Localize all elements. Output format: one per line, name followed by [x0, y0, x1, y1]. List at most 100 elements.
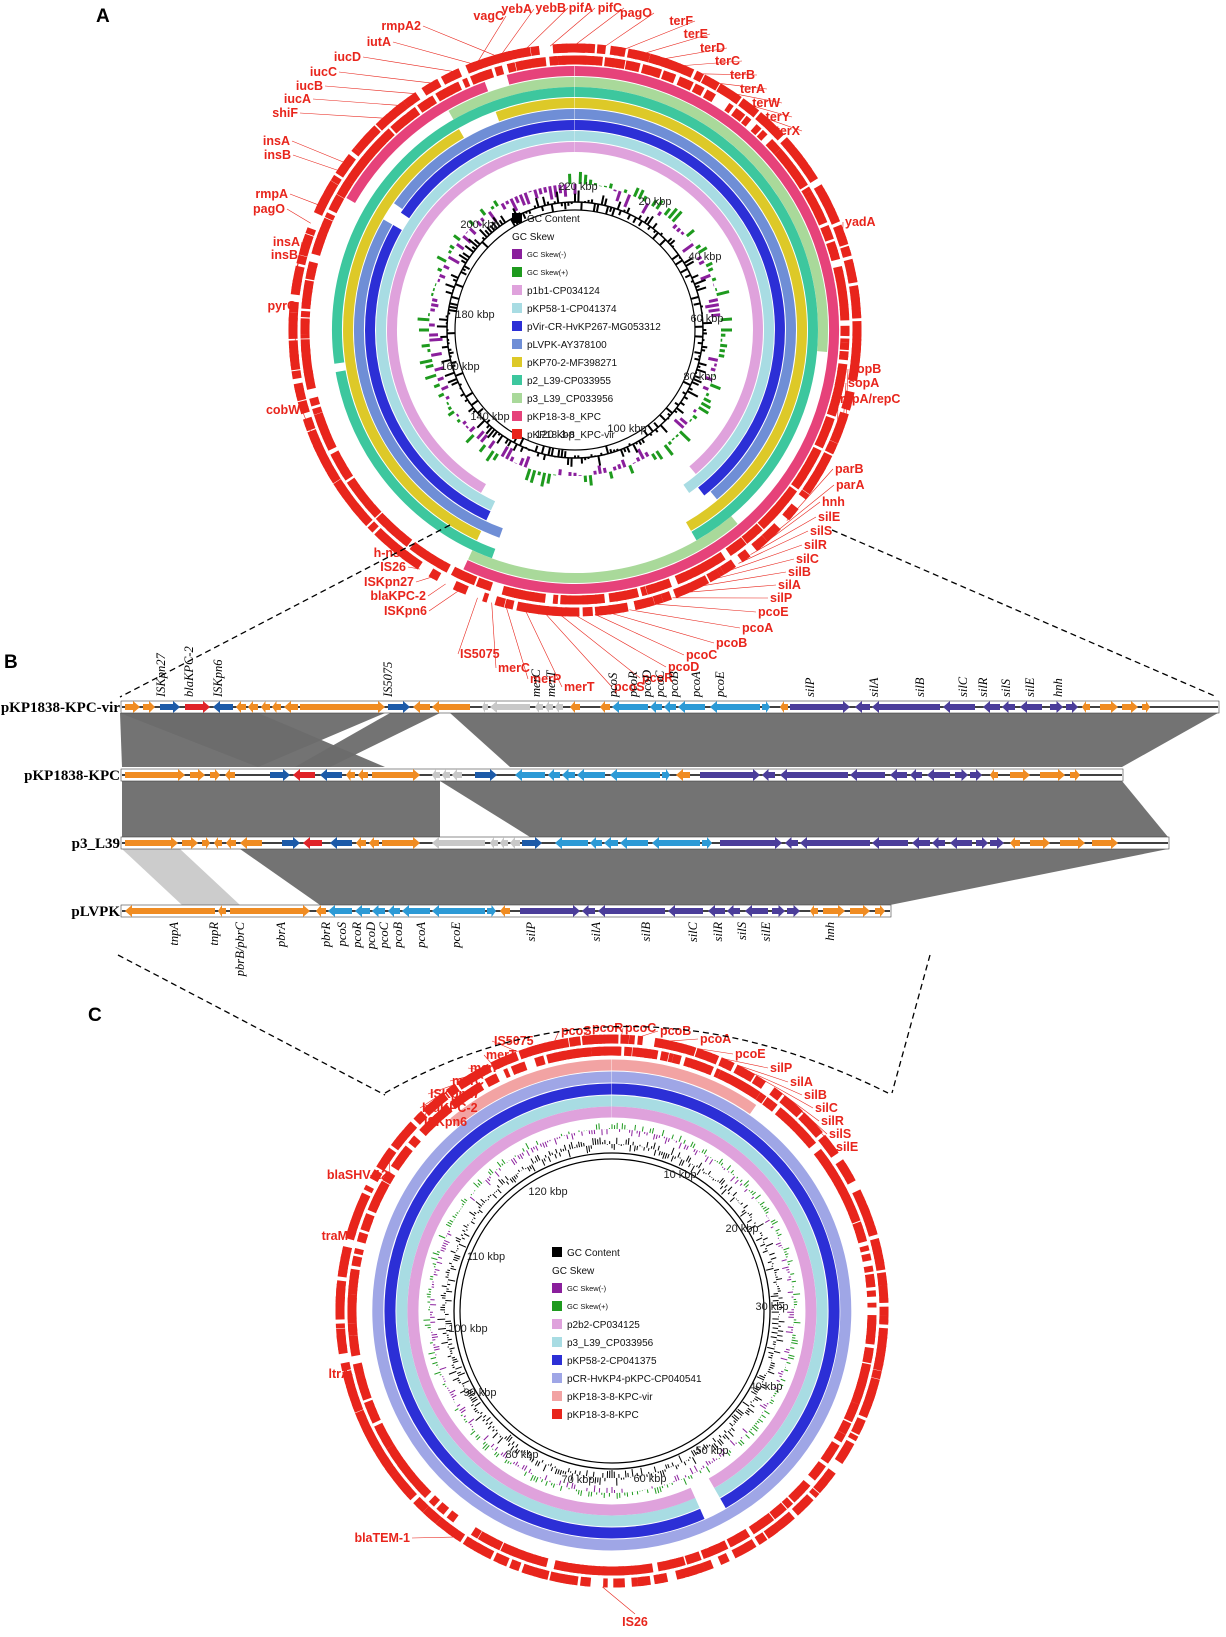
- a-gene-tick: [824, 444, 837, 455]
- c-gc-skew-bar: [721, 1453, 724, 1456]
- a-gc-skew-bar: [720, 343, 728, 348]
- c-gc-content-bar: [515, 1444, 519, 1448]
- a-gc-skew-bar: [709, 383, 721, 391]
- a-gene-tick: [741, 531, 754, 544]
- c-gene-label: pcoR: [592, 1021, 623, 1035]
- b-gene-arrow: [226, 837, 236, 849]
- c-gc-content-bar: [463, 1233, 470, 1237]
- a-gc-skew-bar: [705, 303, 720, 309]
- c-gene-tick: [416, 1110, 428, 1122]
- a-gc-content-bar: [496, 434, 504, 444]
- c-gc-skew-bar: [444, 1240, 450, 1244]
- c-gc-skew-bar: [477, 1179, 483, 1185]
- a-gene-leader: [574, 7, 625, 46]
- c-gc-content-bar: [455, 1239, 461, 1243]
- a-legend-skew-plus: GC Skew(+): [527, 268, 569, 277]
- b-gene-arrow: [927, 769, 950, 781]
- c-gc-content-bar: [754, 1387, 760, 1391]
- a-gc-content-bar: [455, 372, 464, 377]
- c-gc-content-bar: [466, 1224, 469, 1226]
- c-gc-content-bar: [627, 1138, 630, 1145]
- c-gc-content-bar: [755, 1396, 763, 1401]
- b-top-gene-name: hnh: [1051, 678, 1065, 697]
- b-row-name: pKP1838-KPC: [24, 768, 120, 784]
- c-gc-skew-bar: [684, 1475, 687, 1478]
- c-gc-skew-bar: [686, 1145, 689, 1151]
- b-gene-arrow: [1142, 701, 1150, 713]
- c-gc-content-bar: [702, 1168, 705, 1171]
- a-homology-ring: [495, 98, 575, 122]
- c-gc-skew-bar: [666, 1484, 669, 1488]
- a-gc-content-bar: [691, 274, 699, 279]
- c-gene-tick: [734, 1532, 744, 1543]
- c-gc-content-bar: [592, 1138, 594, 1146]
- a-gene-tick: [695, 85, 705, 96]
- c-gene-tick: [706, 1065, 714, 1076]
- c-gc-content-bar: [460, 1234, 464, 1237]
- a-gene-tick: [506, 62, 517, 73]
- c-gc-skew-bar: [790, 1347, 795, 1349]
- a-gc-content-bar: [485, 426, 493, 435]
- c-gene-tick: [686, 1045, 697, 1057]
- c-gene-tick: [634, 1564, 646, 1575]
- c-gc-skew-bar: [761, 1205, 764, 1208]
- a-gc-content-bar: [682, 380, 691, 387]
- c-gene-label: traM: [322, 1229, 348, 1243]
- c-gc-skew-bar: [504, 1455, 508, 1459]
- a-gene-label: hnh: [822, 495, 845, 509]
- c-gc-skew-bar: [494, 1446, 499, 1451]
- c-gc-content-bar: [729, 1197, 735, 1203]
- c-legend-swatch: [552, 1337, 562, 1347]
- c-gc-content-bar: [760, 1234, 763, 1237]
- c-gc-skew-bar: [430, 1275, 434, 1278]
- a-gc-skew-bar: [509, 198, 519, 212]
- c-gc-content-bar: [740, 1211, 747, 1217]
- a-gene-tick: [668, 60, 682, 73]
- a-gene-label: terC: [715, 54, 740, 68]
- a-gc-skew-bar: [431, 298, 438, 303]
- c-gc-skew-bar: [459, 1406, 466, 1412]
- c-gc-content-bar: [557, 1469, 560, 1475]
- c-gc-skew-bar: [716, 1160, 719, 1163]
- c-gc-content-bar: [760, 1385, 766, 1389]
- a-gene-leader: [699, 571, 787, 587]
- c-gc-skew-bar: [429, 1278, 433, 1280]
- a-gc-skew-bar: [713, 363, 718, 367]
- b-bottom-gene-name: silR: [711, 922, 725, 942]
- a-gc-content-bar: [498, 219, 504, 226]
- c-gc-skew-bar: [755, 1194, 761, 1200]
- c-gene-tick: [521, 1563, 530, 1574]
- c-gc-content-bar: [764, 1247, 768, 1250]
- c-gc-skew-bar: [566, 1134, 569, 1140]
- c-gc-skew-bar: [447, 1233, 452, 1236]
- a-gc-skew-bar: [441, 385, 449, 391]
- c-gene-tick: [441, 1521, 455, 1535]
- b-gene-arrow: [1100, 701, 1118, 713]
- a-gene-tick: [645, 583, 656, 595]
- a-gc-skew-bar: [682, 242, 694, 253]
- c-gc-content-bar: [708, 1444, 711, 1447]
- c-gc-skew-bar: [533, 1476, 537, 1481]
- c-gc-content-bar: [687, 1157, 692, 1163]
- a-legend-gc-content: GC Content: [527, 214, 580, 225]
- a-gc-content-bar: [458, 253, 469, 262]
- c-gene-tick: [791, 1505, 802, 1516]
- c-gc-skew-bar: [734, 1179, 739, 1185]
- c-gc-skew-bar: [489, 1168, 494, 1174]
- c-gc-content-bar: [681, 1160, 685, 1166]
- b-gene-arrow: [452, 769, 462, 781]
- a-gc-content-bar: [603, 198, 608, 206]
- c-gc-skew-bar: [517, 1464, 520, 1467]
- a-gene-label: pcoD: [668, 660, 699, 674]
- c-gc-content-bar: [777, 1334, 783, 1337]
- c-gc-content-bar: [447, 1279, 456, 1282]
- b-gene-arrow: [369, 837, 379, 849]
- c-gene-tick: [744, 1070, 756, 1083]
- a-gc-content-bar: [595, 203, 600, 212]
- a-gene-tick: [815, 213, 826, 222]
- c-gc-skew-bar: [784, 1369, 789, 1372]
- c-gene-tick: [390, 1161, 402, 1171]
- c-gene-tick: [378, 1180, 390, 1192]
- a-gc-skew-bar: [642, 195, 648, 202]
- a-gc-skew-bar: [456, 418, 461, 423]
